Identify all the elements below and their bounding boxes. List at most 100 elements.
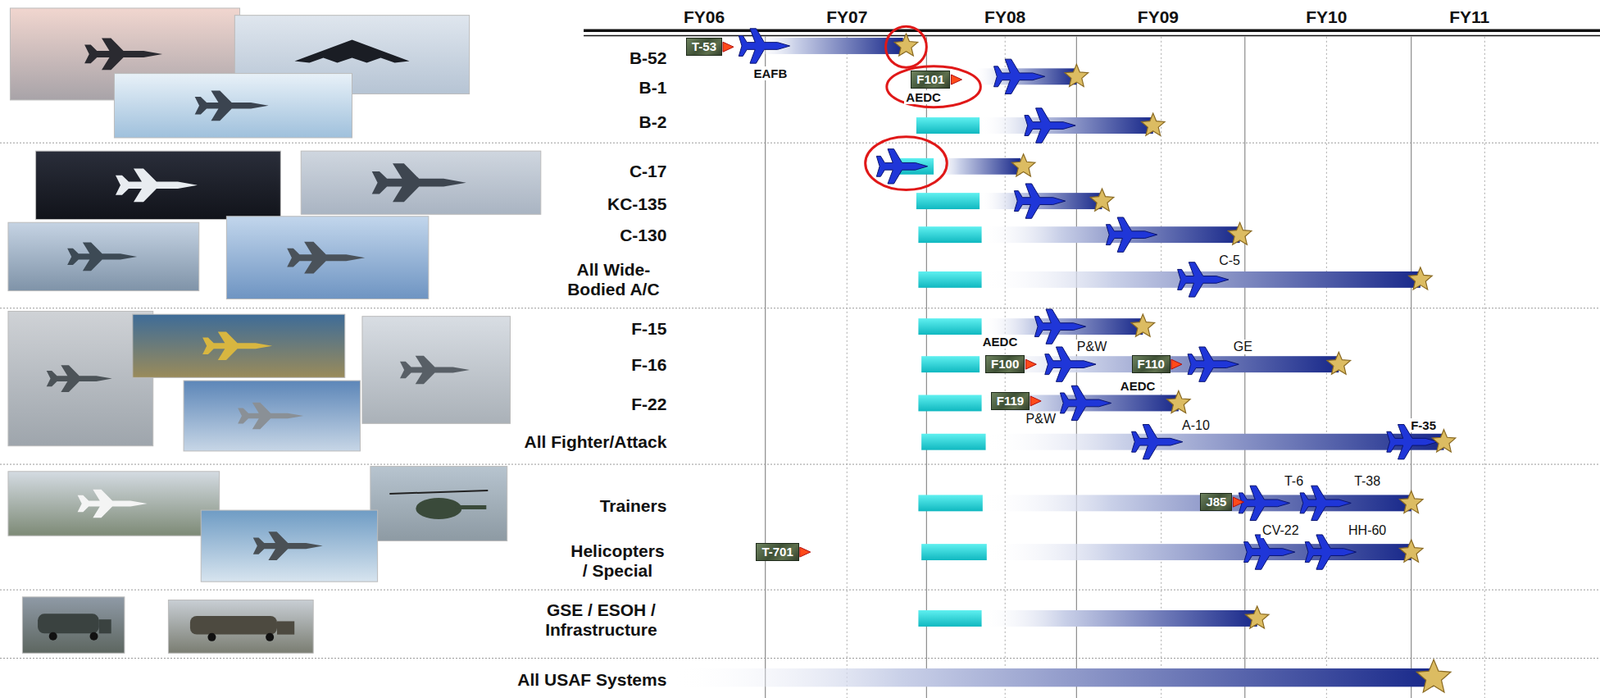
completion-star [1227, 222, 1252, 245]
milestone-plane [738, 28, 790, 64]
helicopter-silhouette [415, 497, 462, 519]
annotation-label: EAFB [751, 66, 789, 81]
annotation-label: A-10 [1180, 418, 1212, 433]
quarter-gridline [846, 36, 848, 698]
aircraft-silhouette [77, 489, 148, 519]
year-gridline [1410, 36, 1412, 698]
aircraft-photo [132, 313, 346, 378]
schedule-bar [986, 433, 1445, 450]
row-label: B-1 [637, 77, 669, 98]
engine-tag: T-701 [755, 542, 799, 561]
completion-star [1245, 605, 1269, 628]
highlight-ring [886, 66, 982, 108]
aircraft-photo [8, 471, 220, 536]
start-marker [921, 433, 986, 450]
schedule-bar [981, 609, 1258, 627]
row-separator [0, 142, 1600, 144]
row-separator [0, 589, 1600, 591]
completion-star [1399, 539, 1423, 562]
aircraft-silhouette [253, 531, 323, 560]
start-marker [918, 318, 982, 335]
aircraft-silhouette [202, 331, 273, 360]
engine-tag: F101 [910, 70, 950, 89]
aircraft-silhouette [294, 40, 410, 64]
engine-name: F110 [1137, 356, 1165, 371]
highlight-ring [886, 26, 928, 68]
annotation-label: GE [1231, 339, 1255, 355]
row-separator [0, 307, 1600, 309]
fiscal-year-header: FY11 [1449, 7, 1490, 28]
annotation-label: AEDC [904, 90, 943, 105]
row-separator [0, 657, 1600, 659]
engine-flame [722, 41, 734, 52]
aircraft-photo [113, 73, 352, 138]
row-label: C-130 [618, 225, 669, 246]
aircraft-silhouette [195, 90, 269, 121]
completion-star [1416, 659, 1451, 692]
start-marker [918, 394, 982, 411]
milestone-plane [1244, 534, 1296, 569]
aircraft-photo [200, 509, 378, 582]
schedule-bar [979, 355, 1339, 373]
annotation-label: F-35 [1409, 418, 1438, 432]
engine-tag: F119 [990, 391, 1030, 410]
annotation-label: P&W [1075, 339, 1109, 355]
aircraft-silhouette [67, 242, 137, 272]
engine-tag: T-53 [686, 37, 723, 56]
header-rule [583, 35, 1600, 37]
vehicle-wheel [207, 632, 216, 641]
aircraft-photo [300, 150, 541, 214]
start-marker [918, 226, 982, 243]
row-label: B-52 [627, 48, 669, 69]
row-label: C-17 [627, 161, 669, 182]
start-marker [921, 355, 980, 373]
vehicle-silhouette [37, 613, 100, 633]
schedule-bar [673, 668, 1434, 687]
engine-tag: F110 [1131, 354, 1171, 373]
row-separator [0, 463, 1600, 465]
annotation-label: T-38 [1352, 473, 1382, 489]
row-label: Trainers [598, 495, 669, 516]
aircraft-silhouette [286, 241, 365, 274]
vehicle-silhouette [190, 615, 278, 635]
annotation-label: T-6 [1282, 473, 1305, 489]
milestone-plane [1105, 217, 1157, 252]
aircraft-photo [8, 222, 200, 291]
row-label: F-22 [629, 394, 669, 414]
milestone-plane [1304, 534, 1356, 569]
completion-star [1167, 390, 1191, 413]
aircraft-photo [370, 466, 508, 541]
completion-star [1090, 188, 1114, 211]
annotation-label: AEDC [981, 334, 1020, 349]
start-marker [921, 543, 987, 560]
annotation-label: CV-22 [1260, 522, 1300, 538]
helicopter-rotor [389, 490, 488, 494]
annotation-label: HH-60 [1346, 522, 1388, 538]
aircraft-photo [362, 316, 511, 424]
completion-star [1131, 313, 1155, 337]
year-gridline [764, 36, 766, 698]
helicopter-tail [454, 504, 487, 510]
fiscal-year-header: FY06 [683, 7, 725, 28]
completion-star [1327, 351, 1351, 374]
engine-tag: J85 [1200, 492, 1232, 511]
quarter-gridline [1484, 36, 1486, 698]
engine-flame [1232, 496, 1244, 507]
engine-flame [950, 74, 962, 85]
vehicle-cab [99, 618, 112, 633]
row-label: All Wide-Bodied A/C [558, 259, 669, 300]
aircraft-photo [226, 216, 428, 300]
milestone-plane [1300, 485, 1351, 520]
start-marker [918, 271, 982, 288]
aircraft-photo [8, 310, 154, 446]
completion-star [1141, 113, 1166, 136]
aircraft-silhouette [237, 402, 304, 430]
annotation-label: AEDC [1118, 378, 1158, 393]
aircraft-photo [183, 380, 360, 451]
start-marker [916, 117, 980, 134]
milestone-plane [1238, 485, 1290, 520]
vehicle-cab [277, 620, 295, 634]
row-label: Helicopters / Special [566, 540, 669, 581]
start-marker [918, 609, 982, 627]
